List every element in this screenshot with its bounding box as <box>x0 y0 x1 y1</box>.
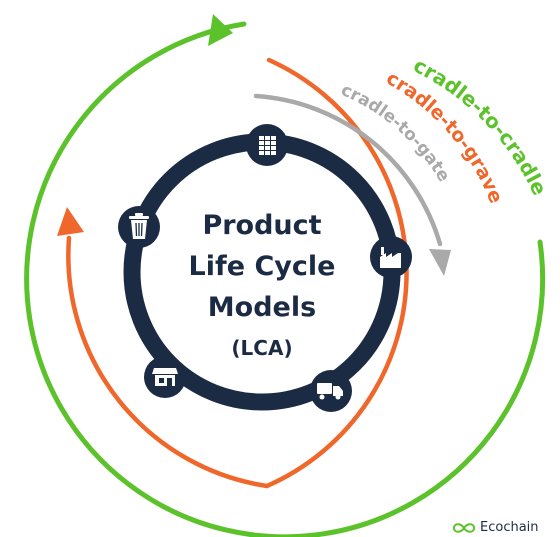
trash-bin-icon <box>118 206 160 248</box>
center-title-line-2: Life Cycle <box>189 251 336 282</box>
infinity-logo-icon <box>452 522 476 533</box>
cradle-to-gate-arc <box>253 93 443 247</box>
truck-icon <box>310 370 352 412</box>
brand-logo: Ecochain <box>452 518 560 537</box>
center-title-line-4: (LCA) <box>231 336 292 360</box>
cradle-to-grave-arc <box>66 57 409 489</box>
center-title-line-3: Models <box>208 292 316 323</box>
center-title-line-1: Product <box>202 210 321 241</box>
factory-icon <box>370 236 412 278</box>
shop-icon <box>144 356 186 398</box>
brand-name: Ecochain <box>480 520 539 535</box>
cradle-to-grave-arrowhead <box>57 207 84 236</box>
cradle-to-gate-arrowhead <box>429 249 451 276</box>
raw-materials-icon <box>246 124 288 166</box>
cradle-to-cradle-arc <box>24 21 546 537</box>
cradle-to-cradle-arrowhead <box>208 14 233 46</box>
